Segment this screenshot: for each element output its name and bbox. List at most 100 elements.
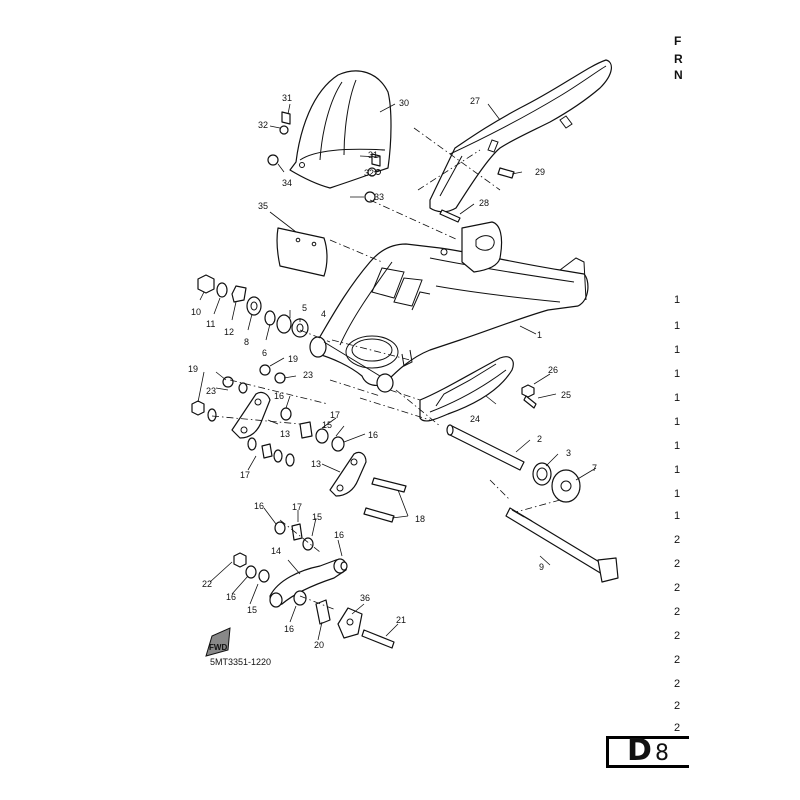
callout: 16 <box>284 624 294 634</box>
pivot-collar <box>532 462 552 486</box>
callout: 16 <box>334 530 344 540</box>
adjacent-page-margin: F R N 1 1 1 1 1 1 1 1 1 1 2 2 2 2 2 2 2 … <box>668 32 698 734</box>
callout: 32 <box>258 120 268 130</box>
header-letter: N <box>674 68 683 82</box>
callout: 15 <box>312 512 322 522</box>
callout: 7 <box>592 463 597 473</box>
relay-rod <box>269 558 348 608</box>
margin-digit: 2 <box>674 582 681 594</box>
fwd-arrow-icon: FWD <box>205 627 231 657</box>
callout: 13 <box>311 459 321 469</box>
callout: 35 <box>258 201 268 211</box>
margin-digit: 2 <box>674 654 681 666</box>
callout: 9 <box>539 562 544 572</box>
margin-digit: 1 <box>674 320 681 332</box>
callout: 23 <box>206 386 216 396</box>
callout: 22 <box>202 579 212 589</box>
callout: 27 <box>470 96 480 106</box>
callout: 10 <box>191 307 201 317</box>
callout: 25 <box>561 390 571 400</box>
callout: 36 <box>360 593 370 603</box>
left-pivot-stack <box>197 274 309 338</box>
section-letter: D <box>627 733 652 768</box>
margin-digit: 1 <box>674 510 681 522</box>
margin-digit: 1 <box>674 392 681 404</box>
callout: 2 <box>537 434 542 444</box>
callout: 21 <box>396 615 406 625</box>
callout: 4 <box>321 309 326 319</box>
callout: 20 <box>314 640 324 650</box>
callout: 19 <box>288 354 298 364</box>
margin-digit: 2 <box>674 722 681 734</box>
fwd-label: FWD <box>209 643 227 652</box>
margin-digit: 2 <box>674 558 681 570</box>
margin-digit: 1 <box>674 488 681 500</box>
callout: 16 <box>254 501 264 511</box>
callout: 8 <box>244 337 249 347</box>
callout: 16 <box>274 391 284 401</box>
assembly-lines <box>211 127 561 611</box>
callout: 24 <box>470 414 480 424</box>
callout: 16 <box>368 430 378 440</box>
callout: 15 <box>247 605 257 615</box>
callout: 19 <box>188 364 198 374</box>
margin-digit: 2 <box>674 630 681 642</box>
header-letter: F <box>674 34 682 48</box>
figure-code: 5MT3351-1220 <box>210 657 271 667</box>
callout: 11 <box>206 319 215 329</box>
callout: 14 <box>271 546 281 556</box>
license-flap <box>276 227 328 277</box>
callout: 30 <box>399 98 409 108</box>
pivot-cap <box>551 469 581 503</box>
relay-bracket-upper <box>231 391 271 439</box>
leader-lines <box>197 103 597 641</box>
margin-digit: 1 <box>674 440 681 452</box>
guard-bolts <box>439 167 515 223</box>
callout: 28 <box>479 198 489 208</box>
callout: 33 <box>374 192 384 202</box>
margin-digit: 2 <box>674 678 681 690</box>
callout: 17 <box>330 410 340 420</box>
callout: 16 <box>226 592 236 602</box>
margin-digit: 1 <box>674 294 681 306</box>
sensor-bracket <box>337 607 395 649</box>
callout: 23 <box>303 370 313 380</box>
small-bushings <box>191 364 537 625</box>
callout: 31 <box>282 93 292 103</box>
margin-digit: 1 <box>674 368 681 380</box>
callout: 17 <box>292 502 302 512</box>
callout: 29 <box>535 167 545 177</box>
bracket-bolts <box>363 477 407 523</box>
caliper-bracket <box>440 221 503 273</box>
section-number: 8 <box>655 741 669 766</box>
pivot-shaft <box>446 424 525 471</box>
callout: 32 <box>364 168 374 178</box>
relay-bracket-lower <box>329 451 367 497</box>
callout: 17 <box>240 470 250 480</box>
callout: 26 <box>548 365 558 375</box>
header-letter: R <box>674 52 683 66</box>
chain-guard <box>429 59 612 213</box>
callout: 1 <box>537 330 542 340</box>
margin-digit: 1 <box>674 464 681 476</box>
callout: 12 <box>224 327 234 337</box>
callout: 6 <box>262 348 267 358</box>
margin-digit: 1 <box>674 344 681 356</box>
callout: 34 <box>282 178 292 188</box>
rear-fender <box>289 70 392 189</box>
page-section-badge: D 8 <box>606 733 689 768</box>
margin-digit: 2 <box>674 606 681 618</box>
margin-digit: 2 <box>674 534 681 546</box>
callout-labels: 1 2 3 4 5 6 7 8 9 10 11 12 13 13 14 15 1… <box>188 93 597 650</box>
pivot-bolt <box>505 507 619 583</box>
swingarm <box>309 243 589 393</box>
chain-slider <box>419 356 514 422</box>
margin-digit: 2 <box>674 700 681 712</box>
callout: 18 <box>415 514 425 524</box>
margin-digit: 1 <box>674 416 681 428</box>
callout: 31 <box>368 150 378 160</box>
callout: 15 <box>322 420 332 430</box>
callout: 5 <box>302 303 307 313</box>
callout: 13 <box>280 429 290 439</box>
